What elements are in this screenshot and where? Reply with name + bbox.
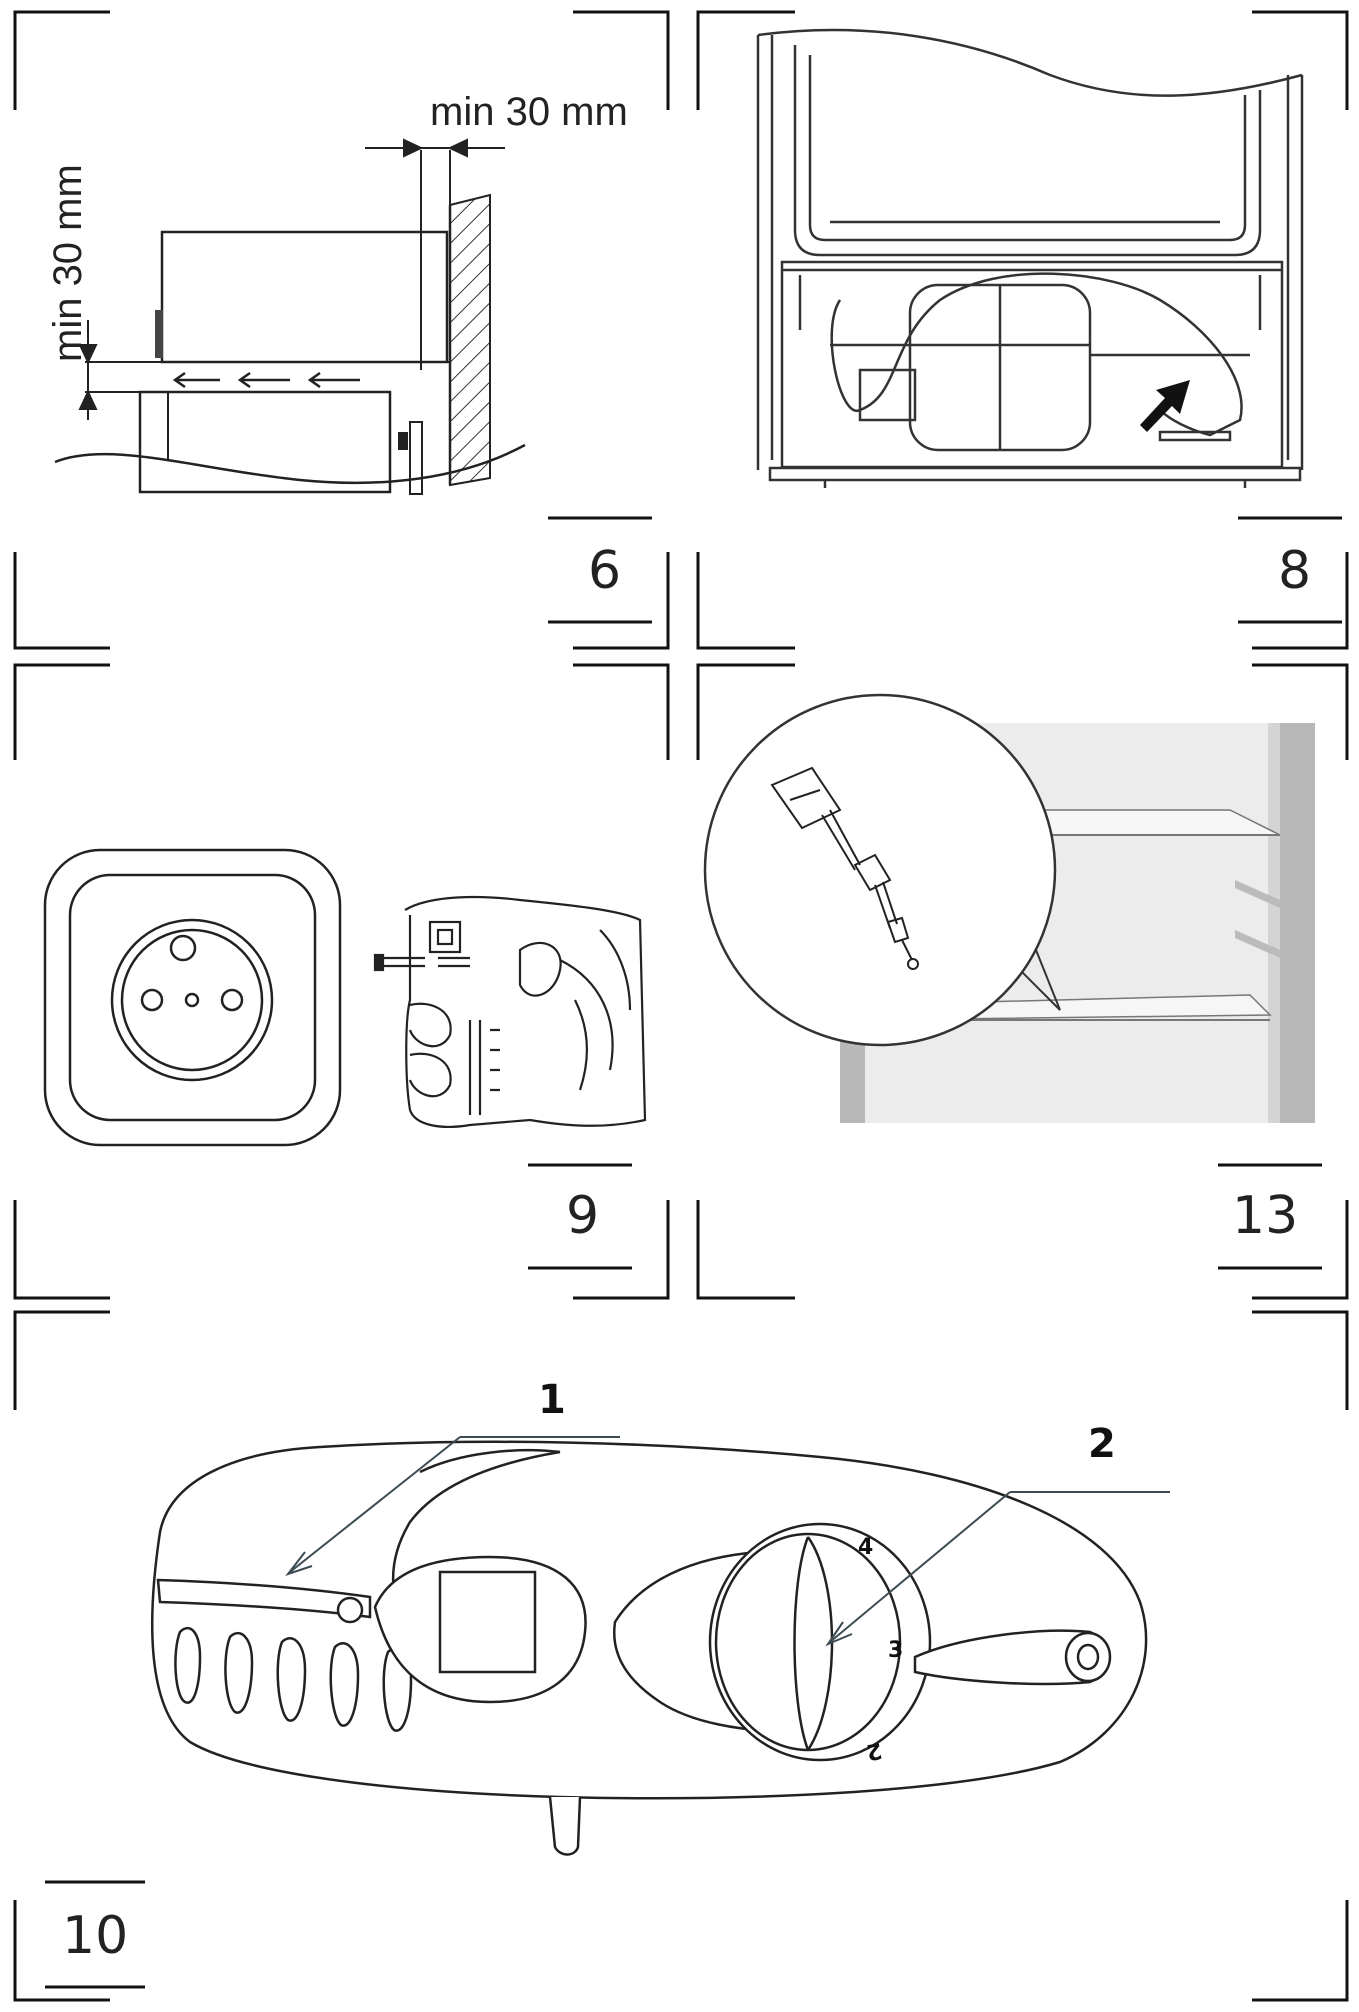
figure-10-control-unit-diagram: 4 3 2 1 2 10 [0, 1312, 1359, 2012]
drain-drawing [703, 693, 1322, 1270]
lower-cabinet [138, 390, 392, 494]
clearance-drawing [54, 138, 652, 624]
wall-hatch [449, 193, 491, 487]
dial-mark: 3 [888, 1638, 903, 1663]
callout-label: 1 [538, 1377, 566, 1423]
plug-icon [373, 895, 647, 1128]
horizontal-clearance-label: min 30 mm [430, 90, 628, 134]
figure-number: 6 [588, 541, 622, 601]
figure-13-drain-cleaner-diagram: 13 [690, 660, 1359, 1300]
drain-cleaner-icon [770, 766, 919, 970]
figure-8-compressor-diagram: 8 [690, 0, 1359, 650]
socket-plug-drawing [43, 848, 647, 1270]
figure-9-socket-plug-diagram: 9 [0, 660, 680, 1300]
airflow-arrows [172, 371, 360, 389]
arrow-icon [1140, 380, 1190, 432]
figure-6-clearance-diagram: min 30 mm min 30 mm 6 [0, 0, 680, 650]
callout-label: 2 [1088, 1421, 1116, 1467]
appliance-top [160, 230, 449, 364]
figure-number: 10 [62, 1906, 129, 1966]
magnifier-circle [703, 693, 1057, 1047]
dial-mark: 4 [858, 1535, 873, 1560]
lamp-window [438, 1570, 537, 1674]
compressor-drawing [756, 28, 1342, 624]
dial-mark: 2 [864, 1737, 883, 1764]
figure-number: 9 [566, 1186, 600, 1246]
figure-number: 8 [1278, 541, 1312, 601]
vertical-clearance-label: min 30 mm [46, 164, 90, 362]
control-unit-drawing: 4 3 2 [45, 1436, 1170, 1989]
figure-number: 13 [1232, 1186, 1299, 1246]
